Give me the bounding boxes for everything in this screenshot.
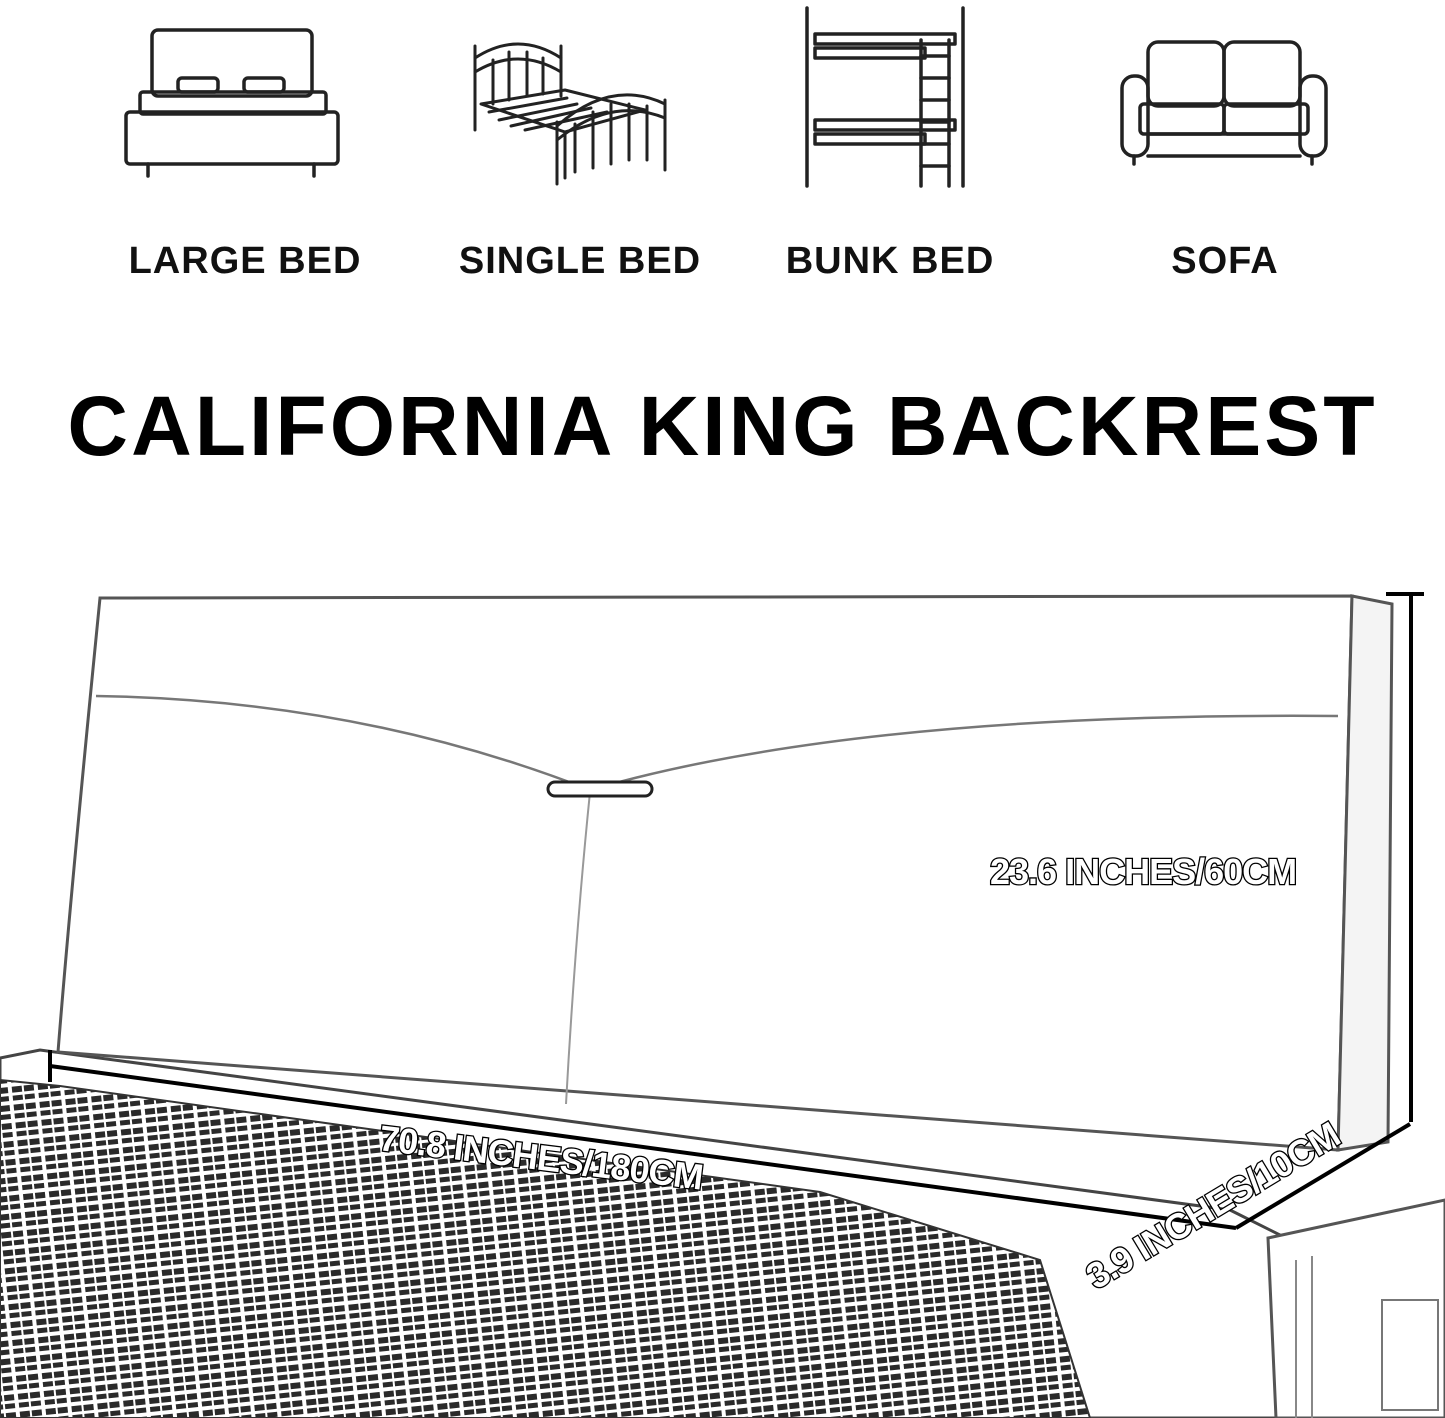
- use-item-large-bed: LARGE BED: [110, 0, 380, 300]
- backrest-cushion: [56, 594, 1354, 1152]
- large-bed-icon: [124, 28, 340, 178]
- backrest-sketch: 23.6 INCHES/60CM 70.8 INCHES/180CM 3.9 I…: [0, 592, 1445, 1418]
- width-dimension: [48, 1050, 1237, 1230]
- use-label-sofa: SOFA: [1171, 240, 1279, 282]
- backrest-side: [1336, 594, 1394, 1152]
- nightstand: [1266, 1198, 1445, 1418]
- backrest-tab: [546, 780, 654, 798]
- height-dimension: [1386, 592, 1424, 1122]
- height-label: 23.6 INCHES/60CM: [990, 851, 1296, 892]
- use-label-bunk-bed: BUNK BED: [785, 240, 995, 282]
- checked-blanket: [0, 1078, 1092, 1418]
- use-item-single-bed: SINGLE BED: [445, 0, 715, 300]
- single-bed-icon: [473, 42, 667, 186]
- use-label-single-bed: SINGLE BED: [458, 240, 702, 282]
- use-label-large-bed: LARGE BED: [128, 240, 362, 282]
- use-item-bunk-bed: BUNK BED: [755, 0, 1025, 300]
- depth-dimension: [1234, 1122, 1412, 1230]
- backrest-center-seam: [565, 791, 591, 1105]
- page-title: CALIFORNIA KING BACKREST: [67, 379, 1378, 473]
- use-item-sofa: SOFA: [1090, 0, 1360, 300]
- sofa-icon: [1120, 40, 1328, 166]
- bunk-bed-icon: [805, 6, 965, 188]
- usage-icons-row: LARGE BED SINGL: [0, 0, 1445, 320]
